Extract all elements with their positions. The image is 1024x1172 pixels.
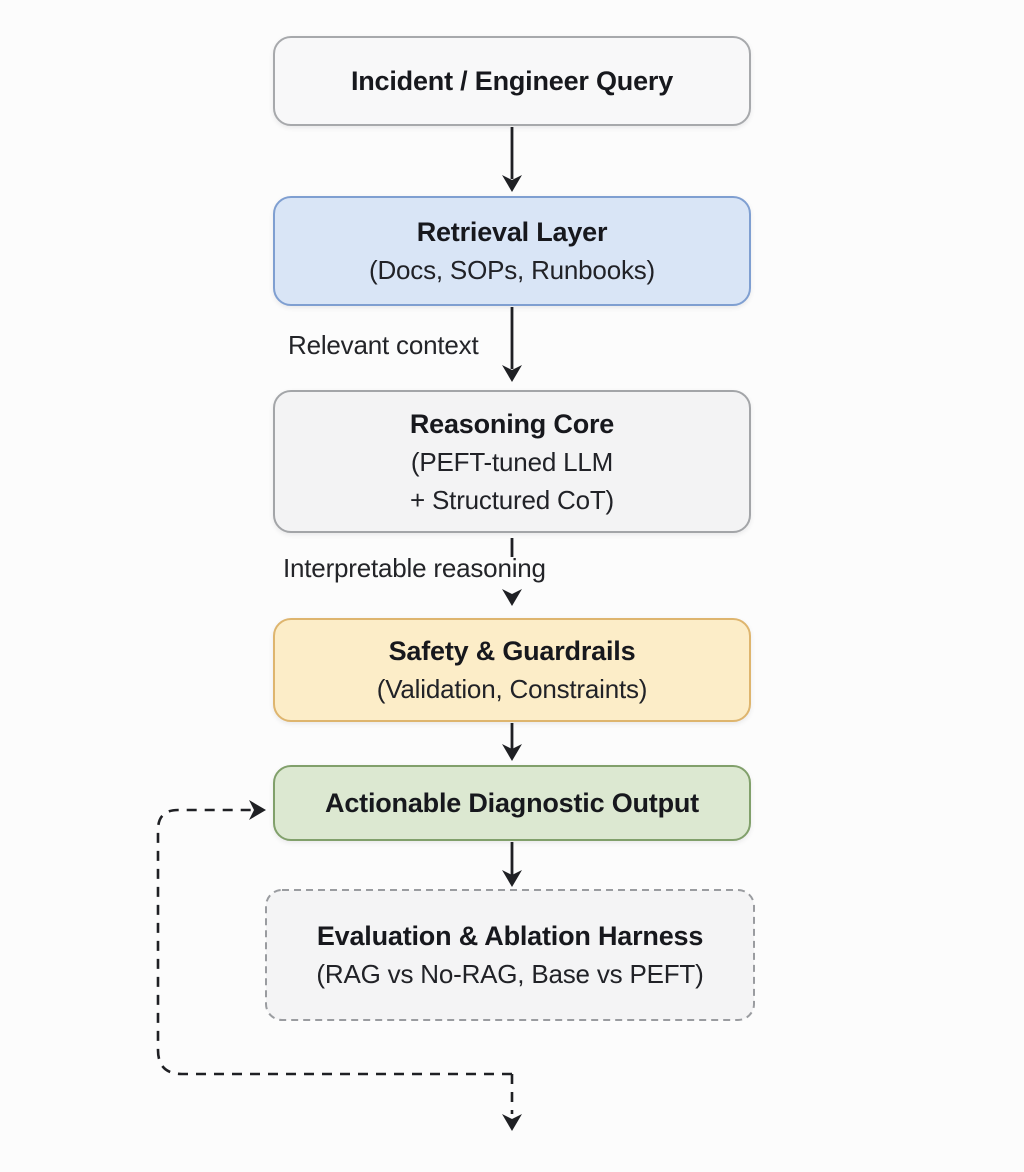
node-incident-query: Incident / Engineer Query — [273, 36, 751, 126]
node-diagnostic-output-title: Actionable Diagnostic Output — [325, 788, 699, 818]
edge-label-interpretable-reasoning: Interpretable reasoning — [283, 553, 546, 583]
node-safety-guardrails-title: Safety & Guardrails — [388, 636, 636, 666]
node-safety-guardrails-subtitle: (Validation, Constraints) — [376, 674, 648, 704]
arrowhead-down-icon — [502, 744, 522, 761]
node-evaluation-harness: Evaluation & Ablation Harness (RAG vs No… — [266, 890, 754, 1020]
node-reasoning-core-subtitle-line2: + Structured CoT) — [410, 484, 614, 515]
arrowhead-right-icon — [249, 800, 266, 820]
node-reasoning-core-title: Reasoning Core — [409, 408, 615, 439]
arrowhead-down-icon — [502, 1114, 522, 1131]
node-retrieval-layer-subtitle: (Docs, SOPs, Runbooks) — [368, 255, 656, 285]
node-reasoning-core: Reasoning Core (PEFT-tuned LLM + Structu… — [273, 390, 751, 533]
node-reasoning-core-subtitle-line1: (PEFT-tuned LLM — [410, 446, 614, 477]
arrowhead-down-icon — [502, 175, 522, 192]
edge-label-relevant-context: Relevant context — [288, 330, 479, 360]
arrowhead-down-icon — [502, 365, 522, 382]
node-safety-guardrails: Safety & Guardrails (Validation, Constra… — [273, 618, 751, 722]
arrowhead-down-icon — [502, 589, 522, 606]
node-incident-query-title: Incident / Engineer Query — [350, 66, 674, 96]
node-evaluation-harness-subtitle: (RAG vs No-RAG, Base vs PEFT) — [316, 959, 704, 989]
node-retrieval-layer-title: Retrieval Layer — [416, 217, 608, 247]
node-evaluation-harness-title: Evaluation & Ablation Harness — [316, 921, 704, 951]
arrowhead-down-icon — [502, 870, 522, 887]
node-diagnostic-output: Actionable Diagnostic Output — [273, 765, 751, 841]
node-retrieval-layer: Retrieval Layer (Docs, SOPs, Runbooks) — [273, 196, 751, 306]
